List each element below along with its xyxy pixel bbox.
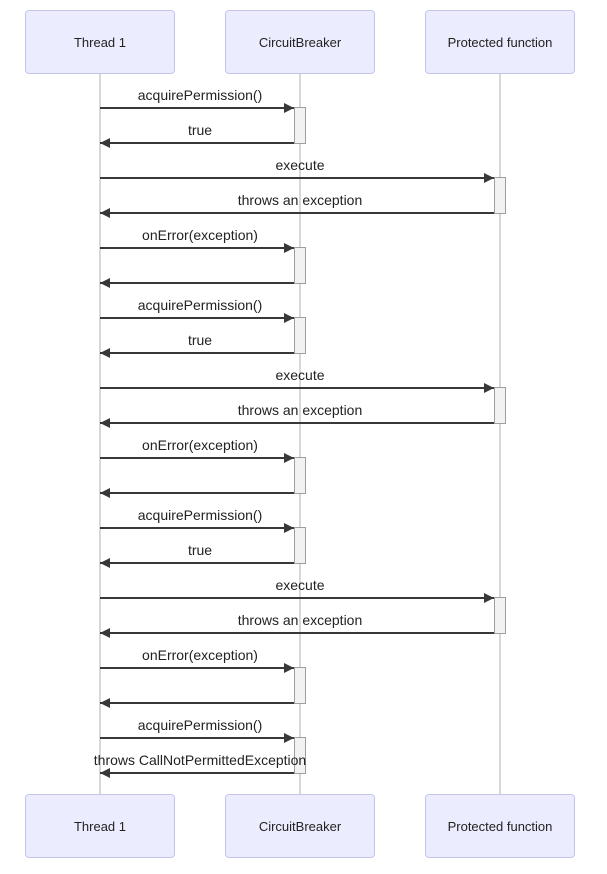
message-line — [100, 212, 494, 214]
actor-protected-function-bottom: Protected function — [425, 794, 575, 858]
arrowhead-right-icon — [284, 313, 294, 323]
actor-protected-function-label: Protected function — [447, 34, 553, 50]
arrowhead-right-icon — [484, 173, 494, 183]
message-label: execute — [275, 157, 325, 173]
message-line — [100, 527, 294, 529]
activation-bar — [294, 247, 306, 284]
message-label: acquirePermission() — [137, 297, 263, 313]
actor-circuitbreaker-top: CircuitBreaker — [225, 10, 375, 74]
message-line — [100, 597, 494, 599]
message-label: acquirePermission() — [137, 507, 263, 523]
message-line — [100, 317, 294, 319]
arrowhead-left-icon — [100, 138, 110, 148]
message-line — [100, 737, 294, 739]
activation-bar — [294, 317, 306, 354]
message-line — [100, 282, 294, 284]
actor-thread1-bottom: Thread 1 — [25, 794, 175, 858]
message-line — [100, 492, 294, 494]
message-line — [100, 422, 494, 424]
arrowhead-right-icon — [284, 733, 294, 743]
actor-circuitbreaker-bottom: CircuitBreaker — [225, 794, 375, 858]
message-label: acquirePermission() — [137, 87, 263, 103]
arrowhead-left-icon — [100, 698, 110, 708]
arrowhead-left-icon — [100, 278, 110, 288]
arrowhead-right-icon — [284, 523, 294, 533]
activation-bar — [494, 177, 506, 214]
lifeline-thread1 — [99, 74, 101, 794]
message-label: onError(exception) — [142, 437, 258, 453]
arrowhead-left-icon — [100, 488, 110, 498]
activation-bar — [294, 667, 306, 704]
message-label: acquirePermission() — [137, 717, 263, 733]
arrowhead-right-icon — [284, 103, 294, 113]
message-label: true — [187, 542, 213, 558]
activation-bar — [294, 737, 306, 774]
actor-protected-function-label: Protected function — [447, 818, 553, 834]
arrowhead-left-icon — [100, 558, 110, 568]
message-line — [100, 772, 294, 774]
actor-circuitbreaker-label: CircuitBreaker — [258, 34, 342, 50]
message-line — [100, 107, 294, 109]
message-line — [100, 457, 294, 459]
arrowhead-left-icon — [100, 418, 110, 428]
arrowhead-right-icon — [284, 453, 294, 463]
message-label: execute — [275, 367, 325, 383]
message-line — [100, 247, 294, 249]
activation-bar — [294, 457, 306, 494]
activation-bar — [294, 107, 306, 144]
activation-bar — [494, 597, 506, 634]
lifeline-protected-function — [499, 74, 501, 794]
message-line — [100, 667, 294, 669]
message-label: true — [187, 122, 213, 138]
message-label: throws an exception — [237, 612, 363, 628]
arrowhead-left-icon — [100, 768, 110, 778]
actor-thread1-top: Thread 1 — [25, 10, 175, 74]
message-label: throws CallNotPermittedException — [93, 752, 307, 768]
message-line — [100, 387, 494, 389]
message-label: onError(exception) — [142, 227, 258, 243]
message-label: throws an exception — [237, 192, 363, 208]
message-label: onError(exception) — [142, 647, 258, 663]
activation-bar — [294, 527, 306, 564]
actor-circuitbreaker-label: CircuitBreaker — [258, 818, 342, 834]
arrowhead-right-icon — [484, 593, 494, 603]
message-label: throws an exception — [237, 402, 363, 418]
message-line — [100, 702, 294, 704]
actor-thread1-label: Thread 1 — [73, 818, 127, 834]
arrowhead-right-icon — [284, 663, 294, 673]
actor-protected-function-top: Protected function — [425, 10, 575, 74]
message-line — [100, 352, 294, 354]
actor-thread1-label: Thread 1 — [73, 34, 127, 50]
arrowhead-left-icon — [100, 348, 110, 358]
message-line — [100, 632, 494, 634]
message-line — [100, 177, 494, 179]
arrowhead-left-icon — [100, 208, 110, 218]
message-label: execute — [275, 577, 325, 593]
message-line — [100, 142, 294, 144]
arrowhead-right-icon — [484, 383, 494, 393]
arrowhead-left-icon — [100, 628, 110, 638]
message-line — [100, 562, 294, 564]
arrowhead-right-icon — [284, 243, 294, 253]
lifeline-circuitbreaker — [299, 74, 301, 794]
message-label: true — [187, 332, 213, 348]
activation-bar — [494, 387, 506, 424]
